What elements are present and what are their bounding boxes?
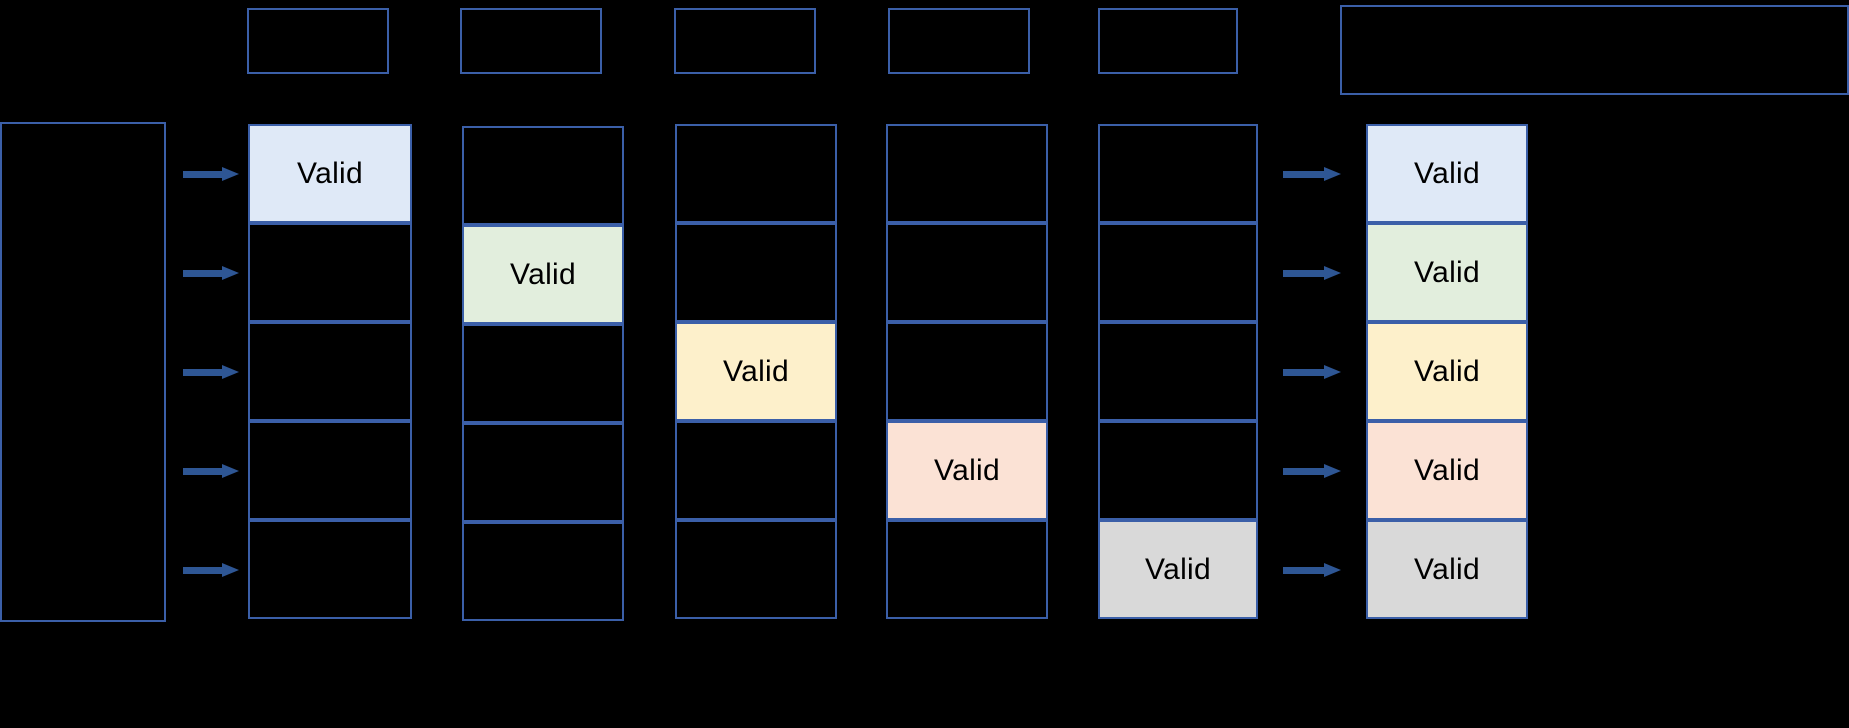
- empty-cell[interactable]: [462, 324, 624, 423]
- cell-label: Valid: [1414, 552, 1480, 586]
- arrow-shaft: [1283, 369, 1325, 376]
- result-valid-cell[interactable]: Valid: [1366, 520, 1528, 619]
- flow-arrow: [1283, 266, 1341, 280]
- cell-label: Valid: [723, 354, 789, 388]
- empty-cell[interactable]: [248, 421, 412, 520]
- cell-label: Valid: [1414, 453, 1480, 487]
- arrow-head: [222, 464, 239, 478]
- cell-label: Valid: [297, 156, 363, 190]
- arrow-shaft: [183, 567, 223, 574]
- header-box-4[interactable]: [888, 8, 1030, 74]
- valid-cell[interactable]: Valid: [248, 124, 412, 223]
- flow-arrow: [1283, 563, 1341, 577]
- cell-label: Valid: [1414, 156, 1480, 190]
- valid-cell[interactable]: Valid: [675, 322, 837, 421]
- flow-arrow: [1283, 167, 1341, 181]
- arrow-head: [1324, 266, 1341, 280]
- arrow-head: [1324, 365, 1341, 379]
- cell-label: Valid: [934, 453, 1000, 487]
- arrow-shaft: [1283, 567, 1325, 574]
- cell-label: Valid: [1145, 552, 1211, 586]
- arrow-head: [222, 167, 239, 181]
- flow-arrow: [183, 167, 239, 181]
- arrow-head: [1324, 563, 1341, 577]
- arrow-shaft: [1283, 468, 1325, 475]
- empty-cell[interactable]: [886, 520, 1048, 619]
- arrow-shaft: [183, 171, 223, 178]
- valid-cell[interactable]: Valid: [462, 225, 624, 324]
- empty-cell[interactable]: [1098, 421, 1258, 520]
- flow-arrow: [183, 563, 239, 577]
- empty-cell[interactable]: [462, 423, 624, 522]
- arrow-shaft: [183, 369, 223, 376]
- header-box-1[interactable]: [247, 8, 389, 74]
- arrow-shaft: [183, 468, 223, 475]
- valid-cell[interactable]: Valid: [886, 421, 1048, 520]
- empty-cell[interactable]: [675, 223, 837, 322]
- arrow-shaft: [1283, 171, 1325, 178]
- flow-arrow: [1283, 464, 1341, 478]
- result-valid-cell[interactable]: Valid: [1366, 421, 1528, 520]
- empty-cell[interactable]: [462, 126, 624, 225]
- arrow-head: [1324, 464, 1341, 478]
- empty-cell[interactable]: [675, 421, 837, 520]
- flow-arrow: [1283, 365, 1341, 379]
- cell-label: Valid: [1414, 354, 1480, 388]
- flow-arrow: [183, 365, 239, 379]
- empty-cell[interactable]: [886, 223, 1048, 322]
- cell-label: Valid: [510, 257, 576, 291]
- header-box-3[interactable]: [674, 8, 816, 74]
- header-box-6[interactable]: [1340, 5, 1849, 95]
- source-box[interactable]: [0, 122, 166, 622]
- empty-cell[interactable]: [1098, 223, 1258, 322]
- empty-cell[interactable]: [886, 124, 1048, 223]
- empty-cell[interactable]: [886, 322, 1048, 421]
- empty-cell[interactable]: [675, 520, 837, 619]
- flow-arrow: [183, 266, 239, 280]
- arrow-shaft: [1283, 270, 1325, 277]
- empty-cell[interactable]: [1098, 322, 1258, 421]
- empty-cell[interactable]: [675, 124, 837, 223]
- flow-arrow: [183, 464, 239, 478]
- empty-cell[interactable]: [248, 322, 412, 421]
- empty-cell[interactable]: [248, 223, 412, 322]
- header-box-2[interactable]: [460, 8, 602, 74]
- arrow-head: [222, 266, 239, 280]
- cell-label: Valid: [1414, 255, 1480, 289]
- header-box-5[interactable]: [1098, 8, 1238, 74]
- result-valid-cell[interactable]: Valid: [1366, 124, 1528, 223]
- valid-cell[interactable]: Valid: [1098, 520, 1258, 619]
- arrow-head: [1324, 167, 1341, 181]
- empty-cell[interactable]: [1098, 124, 1258, 223]
- result-valid-cell[interactable]: Valid: [1366, 223, 1528, 322]
- empty-cell[interactable]: [462, 522, 624, 621]
- arrow-head: [222, 365, 239, 379]
- empty-cell[interactable]: [248, 520, 412, 619]
- arrow-head: [222, 563, 239, 577]
- result-valid-cell[interactable]: Valid: [1366, 322, 1528, 421]
- arrow-shaft: [183, 270, 223, 277]
